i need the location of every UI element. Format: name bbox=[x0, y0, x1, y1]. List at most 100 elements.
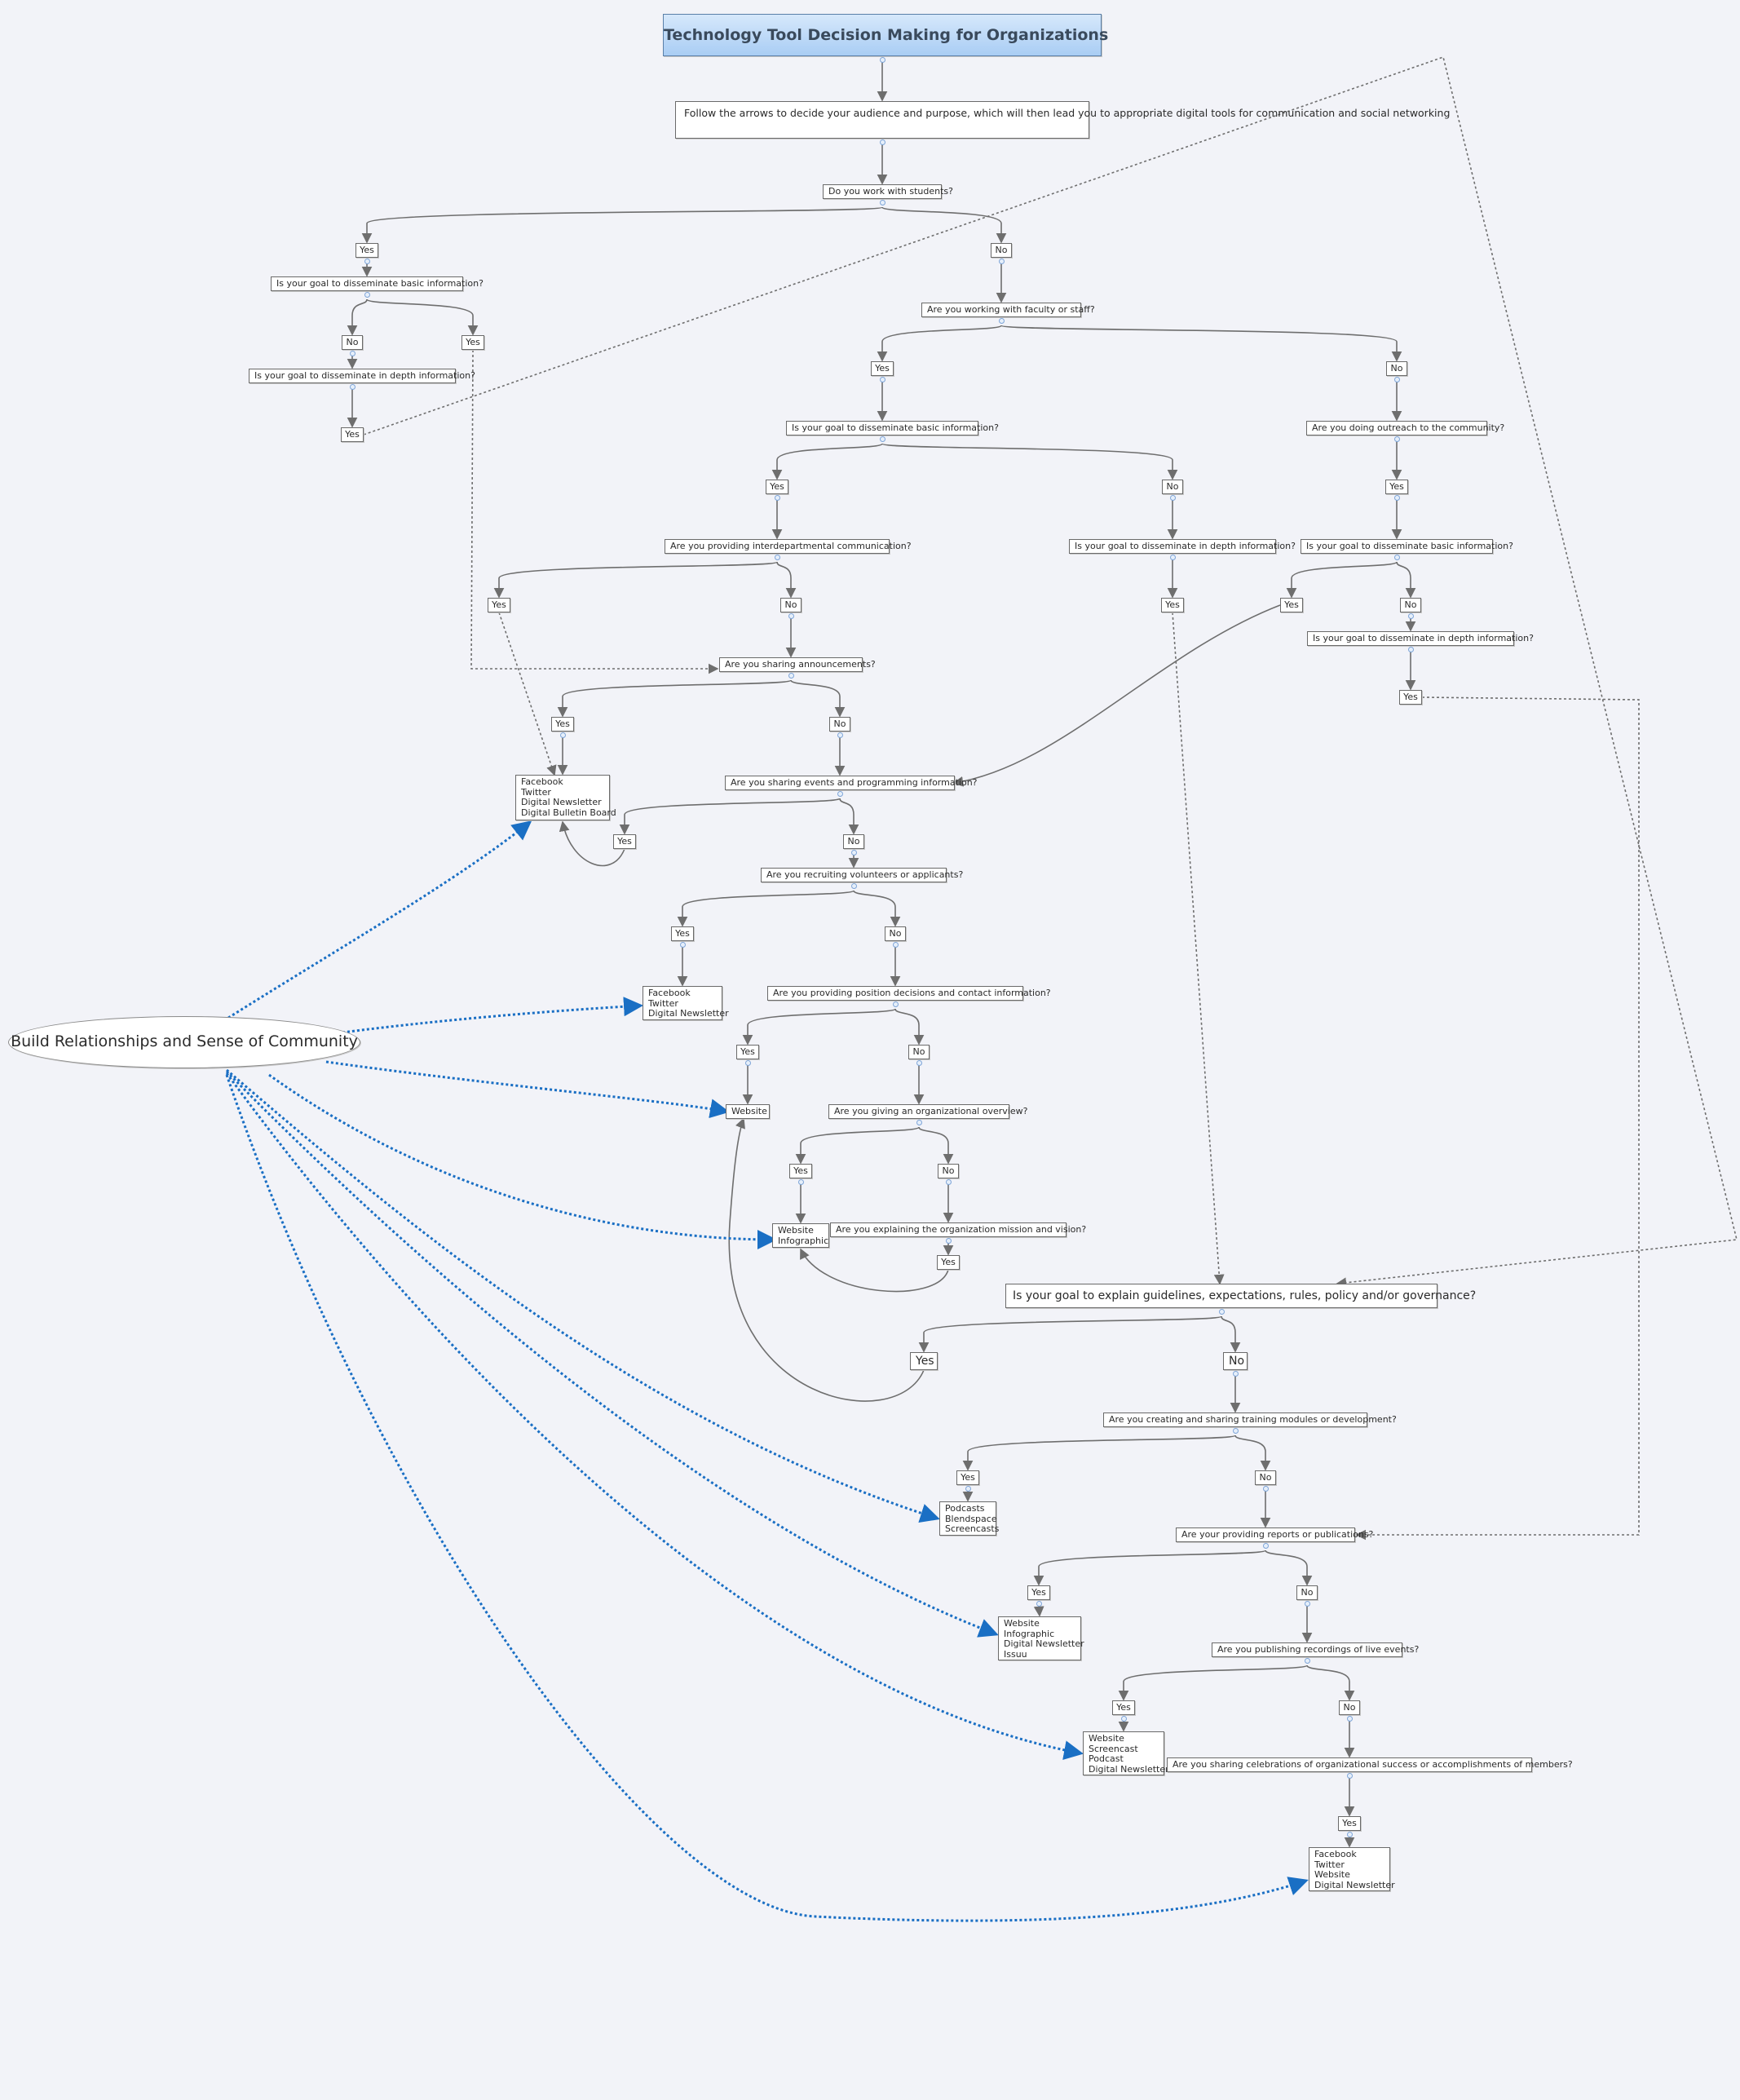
collapse-knob-icon[interactable] bbox=[349, 350, 356, 356]
collapse-knob-icon[interactable] bbox=[837, 732, 843, 738]
collapse-knob-icon[interactable] bbox=[945, 1237, 952, 1244]
collapse-knob-icon[interactable] bbox=[788, 672, 794, 679]
question-node: Is your goal to disseminate in depth inf… bbox=[1069, 539, 1296, 554]
connector bbox=[894, 1008, 925, 1046]
collapse-knob-icon[interactable] bbox=[1407, 646, 1414, 652]
connector bbox=[881, 443, 1178, 480]
yes-node: Yes bbox=[356, 243, 378, 258]
collapse-knob-icon[interactable] bbox=[1393, 494, 1400, 501]
collapse-knob-icon[interactable] bbox=[364, 291, 370, 298]
collapse-knob-icon[interactable] bbox=[1304, 1600, 1310, 1607]
relationship-connector bbox=[325, 1060, 730, 1119]
yes-node: Yes bbox=[1280, 598, 1303, 612]
collapse-knob-icon[interactable] bbox=[998, 258, 1005, 264]
collapse-knob-icon[interactable] bbox=[559, 732, 566, 738]
connector bbox=[1118, 1665, 1308, 1701]
collapse-knob-icon[interactable] bbox=[998, 317, 1005, 324]
collapse-knob-icon[interactable] bbox=[1169, 494, 1176, 501]
collapse-knob-icon[interactable] bbox=[1262, 1542, 1269, 1549]
collapse-knob-icon[interactable] bbox=[1393, 435, 1400, 442]
question-node: Is your goal to disseminate basic inform… bbox=[1301, 539, 1513, 554]
collapse-knob-icon[interactable] bbox=[679, 941, 686, 948]
collapse-knob-icon[interactable] bbox=[1346, 1831, 1353, 1837]
collapse-knob-icon[interactable] bbox=[879, 435, 885, 442]
collapse-knob-icon[interactable] bbox=[797, 1178, 804, 1185]
collapse-knob-icon[interactable] bbox=[774, 554, 780, 560]
collapse-knob-icon[interactable] bbox=[1262, 1485, 1269, 1492]
tools-node: Podcasts Blendspace Screencasts bbox=[939, 1501, 999, 1536]
yes-node: Yes bbox=[613, 834, 636, 849]
question-node: Is your goal to disseminate in depth inf… bbox=[249, 369, 475, 383]
no-node: No bbox=[1339, 1700, 1360, 1715]
collapse-knob-icon[interactable] bbox=[1393, 554, 1400, 560]
dotted-connector bbox=[363, 55, 1738, 1289]
connector bbox=[1000, 325, 1402, 362]
connector bbox=[918, 1126, 954, 1165]
connector bbox=[493, 561, 778, 599]
relationship-connector bbox=[225, 1074, 1309, 1922]
no-node: No bbox=[908, 1045, 930, 1059]
question-node: Is your goal to disseminate basic inform… bbox=[786, 421, 999, 435]
collapse-knob-icon[interactable] bbox=[744, 1059, 751, 1066]
collapse-knob-icon[interactable] bbox=[945, 1178, 952, 1185]
yes-node: Yes bbox=[1399, 690, 1422, 705]
collapse-knob-icon[interactable] bbox=[1346, 1772, 1353, 1779]
connector bbox=[1265, 1550, 1313, 1586]
collapse-knob-icon[interactable] bbox=[1232, 1370, 1239, 1377]
no-node: No bbox=[885, 926, 906, 941]
connector bbox=[619, 798, 841, 835]
collapse-knob-icon[interactable] bbox=[364, 258, 370, 264]
yes-node: Yes bbox=[956, 1470, 979, 1485]
relationship-connector bbox=[342, 997, 643, 1034]
collapse-knob-icon[interactable] bbox=[879, 199, 885, 206]
collapse-knob-icon[interactable] bbox=[837, 790, 843, 797]
collapse-knob-icon[interactable] bbox=[1304, 1657, 1310, 1664]
collapse-knob-icon[interactable] bbox=[850, 849, 857, 855]
connector bbox=[881, 206, 1007, 244]
connector bbox=[1306, 1665, 1355, 1701]
collapse-knob-icon[interactable] bbox=[892, 941, 899, 948]
collapse-knob-icon[interactable] bbox=[1120, 1715, 1127, 1722]
collapse-knob-icon[interactable] bbox=[916, 1119, 922, 1125]
collapse-knob-icon[interactable] bbox=[879, 56, 885, 63]
question-node: Are you working with faculty or staff? bbox=[921, 303, 1095, 317]
no-node: No bbox=[1162, 480, 1183, 494]
return-connector bbox=[952, 604, 1281, 787]
collapse-knob-icon[interactable] bbox=[349, 383, 356, 390]
collapse-knob-icon[interactable] bbox=[879, 139, 885, 145]
collapse-knob-icon[interactable] bbox=[916, 1059, 922, 1066]
dotted-connector bbox=[1355, 696, 1640, 1541]
collapse-knob-icon[interactable] bbox=[1218, 1308, 1225, 1315]
connector bbox=[918, 1315, 1222, 1353]
collapse-knob-icon[interactable] bbox=[774, 494, 780, 501]
collapse-knob-icon[interactable] bbox=[879, 376, 885, 382]
collapse-knob-icon[interactable] bbox=[965, 1485, 971, 1492]
collapse-knob-icon[interactable] bbox=[892, 1001, 899, 1007]
collapse-knob-icon[interactable] bbox=[788, 612, 794, 619]
collapse-knob-icon[interactable] bbox=[1407, 612, 1414, 619]
yes-node: Yes bbox=[766, 480, 788, 494]
return-connector bbox=[800, 1248, 949, 1293]
no-node: No bbox=[1223, 1352, 1248, 1370]
connector bbox=[361, 206, 883, 244]
yes-node: Yes bbox=[488, 598, 510, 612]
connector bbox=[795, 1126, 920, 1165]
question-node: Are you giving an organizational overvie… bbox=[828, 1104, 1027, 1119]
no-node: No bbox=[1255, 1470, 1276, 1485]
connector bbox=[557, 679, 792, 718]
return-connector bbox=[728, 1117, 925, 1402]
collapse-knob-icon[interactable] bbox=[1393, 376, 1400, 382]
question-node: Are you doing outreach to the community? bbox=[1306, 421, 1504, 435]
connector bbox=[962, 1435, 1236, 1471]
collapse-knob-icon[interactable] bbox=[1036, 1600, 1042, 1607]
collapse-knob-icon[interactable] bbox=[1169, 554, 1176, 560]
question-node: Are your providing reports or publicatio… bbox=[1176, 1527, 1373, 1542]
collapse-knob-icon[interactable] bbox=[850, 882, 857, 889]
yes-node: Yes bbox=[1112, 1700, 1135, 1715]
collapse-knob-icon[interactable] bbox=[1232, 1427, 1239, 1434]
no-node: No bbox=[342, 335, 363, 350]
connector bbox=[1234, 1435, 1271, 1471]
collapse-knob-icon[interactable] bbox=[1346, 1715, 1353, 1722]
relationship-connector bbox=[225, 1070, 999, 1638]
